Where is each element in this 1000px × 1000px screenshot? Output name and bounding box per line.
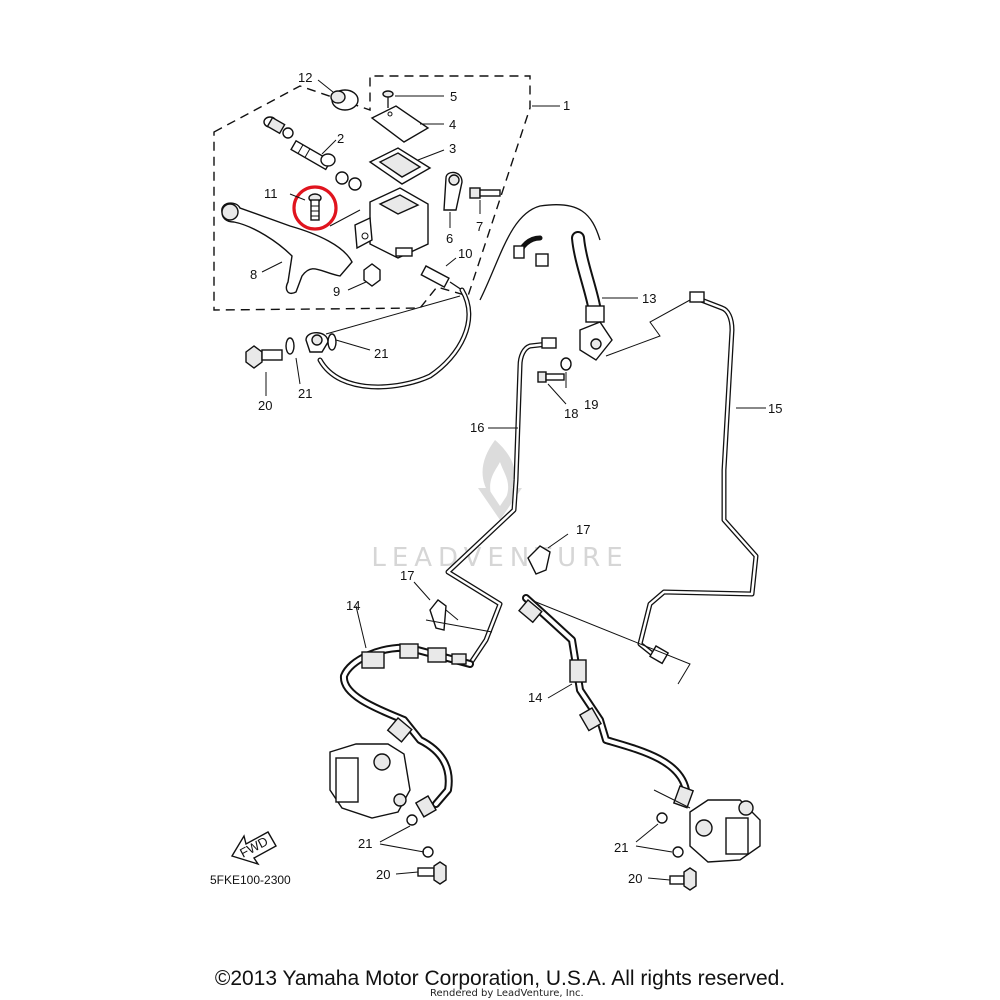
callout-21-upper: 21 xyxy=(374,346,388,361)
part-6-banjo xyxy=(443,171,463,211)
part-4-cap xyxy=(370,105,430,143)
callout-14-right: 14 xyxy=(528,690,542,705)
callout-9: 9 xyxy=(333,284,340,299)
part-18-bolt xyxy=(537,371,565,383)
callout-20-right-caliper: 20 xyxy=(628,871,642,886)
part-9-nut xyxy=(363,263,381,287)
callout-labels: 12 5 1 4 2 3 11 6 7 8 10 9 13 21 21 20 1… xyxy=(250,70,782,886)
callout-15: 15 xyxy=(768,401,782,416)
part-21-washer-left-caliper-b xyxy=(422,846,434,858)
callout-5: 5 xyxy=(450,89,457,104)
callout-4: 4 xyxy=(449,117,456,132)
right-brake-caliper xyxy=(689,799,761,863)
callout-18: 18 xyxy=(564,406,578,421)
callout-8: 8 xyxy=(250,267,257,282)
callout-6: 6 xyxy=(446,231,453,246)
callout-16: 16 xyxy=(470,420,484,435)
watermark-flame-icon xyxy=(482,440,516,498)
part-5-screw xyxy=(382,90,394,108)
part-20-banjo-bolt-left xyxy=(245,345,283,369)
callout-11: 11 xyxy=(264,186,278,201)
part-15-brake-pipe xyxy=(637,291,759,665)
rendered-by-credit: Rendered by LeadVenture, Inc. xyxy=(430,988,584,999)
switch-wire xyxy=(317,287,472,390)
callout-3: 3 xyxy=(449,141,456,156)
part-21-washer-left-caliper-a xyxy=(406,814,418,826)
highlight-ring xyxy=(292,185,338,231)
callout-7: 7 xyxy=(476,219,483,234)
fwd-arrow-icon: FWD xyxy=(230,831,277,866)
callout-1: 1 xyxy=(563,98,570,113)
callout-13: 13 xyxy=(642,291,656,306)
callout-10: 10 xyxy=(458,246,472,261)
part-8-lever xyxy=(221,202,353,294)
part-14-hose-right xyxy=(518,594,695,809)
watermark-text: LEADVENTURE xyxy=(371,543,628,573)
part-11-bolt xyxy=(308,193,322,221)
callout-2: 2 xyxy=(337,131,344,146)
callout-17-left: 17 xyxy=(400,568,414,583)
watermark: LEADVENTURE xyxy=(371,440,628,573)
part-10-switch xyxy=(420,265,463,291)
part-16-brake-pipe xyxy=(445,337,557,667)
part-20-banjo-bolt-left-caliper xyxy=(417,861,447,885)
callout-21-right-caliper: 21 xyxy=(614,840,628,855)
part-19-washer xyxy=(560,357,572,371)
part-17-clip-right xyxy=(527,545,551,575)
hose-banjo-left xyxy=(305,332,329,353)
wire-connector xyxy=(513,235,549,267)
callout-14-left: 14 xyxy=(346,598,360,613)
copyright-notice: ©2013 Yamaha Motor Corporation, U.S.A. A… xyxy=(214,967,786,990)
master-cylinder-assembly-outline xyxy=(213,75,531,311)
callout-20-left-caliper: 20 xyxy=(376,867,390,882)
part-3-diaphragm xyxy=(368,147,432,185)
callout-21-left-caliper: 21 xyxy=(358,836,372,851)
part-21-washer-right-caliper-a xyxy=(656,812,668,824)
part-20-banjo-bolt-right-caliper xyxy=(669,867,697,891)
callout-20-upper: 20 xyxy=(258,398,272,413)
master-cylinder-body xyxy=(354,187,429,259)
part-2-pivot-set xyxy=(263,116,362,191)
callout-21-lower: 21 xyxy=(298,386,312,401)
part-7-bolt xyxy=(469,187,501,199)
callout-19: 19 xyxy=(584,397,598,412)
callout-12: 12 xyxy=(298,70,312,85)
part-21-washer-left xyxy=(285,337,295,355)
part-21-washer-right-caliper-b xyxy=(672,846,684,858)
part-13-brake-hose xyxy=(571,231,613,361)
watermark-v-icon xyxy=(478,488,522,520)
left-brake-caliper xyxy=(329,743,411,819)
diagram-code: 5FKE100-2300 xyxy=(210,873,291,887)
part-12-boot xyxy=(330,89,359,111)
callout-17-right: 17 xyxy=(576,522,590,537)
part-14-hose-left xyxy=(340,643,474,818)
